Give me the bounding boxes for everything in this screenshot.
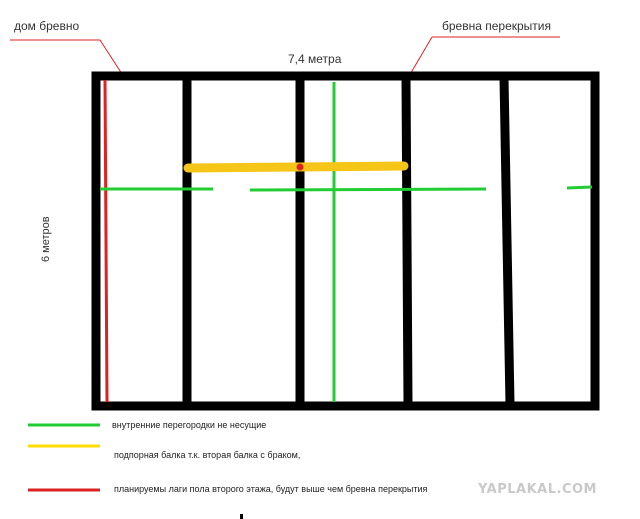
width-label: 7,4 метра	[288, 52, 342, 66]
support-beam-yellow	[183, 161, 409, 173]
floor-beam-4	[499, 77, 515, 405]
height-label: 6 метров	[40, 216, 52, 262]
beams-label: бревна перекрытия	[442, 19, 551, 33]
floor-beam-3	[401, 77, 413, 405]
planned-joist-red	[103, 79, 109, 403]
outer-wall	[91, 71, 600, 411]
house-leader-pointer	[99, 39, 123, 75]
legend-text-joists: планируемы лаги пола второго этажа, буду…	[114, 484, 428, 494]
watermark: YAPLAKAL.COM	[478, 482, 597, 497]
partition-horizontal-3	[566, 185, 593, 190]
house-label: дом бревно	[14, 19, 80, 33]
support-point	[296, 163, 304, 171]
legend-text-support-beam: подпорная балка т.к. вторая балка с брак…	[114, 450, 301, 460]
partition-horizontal-2	[249, 187, 487, 192]
legend-text-partitions: внутренние перегородки не несущие	[112, 420, 267, 430]
stray-mark	[240, 514, 243, 519]
